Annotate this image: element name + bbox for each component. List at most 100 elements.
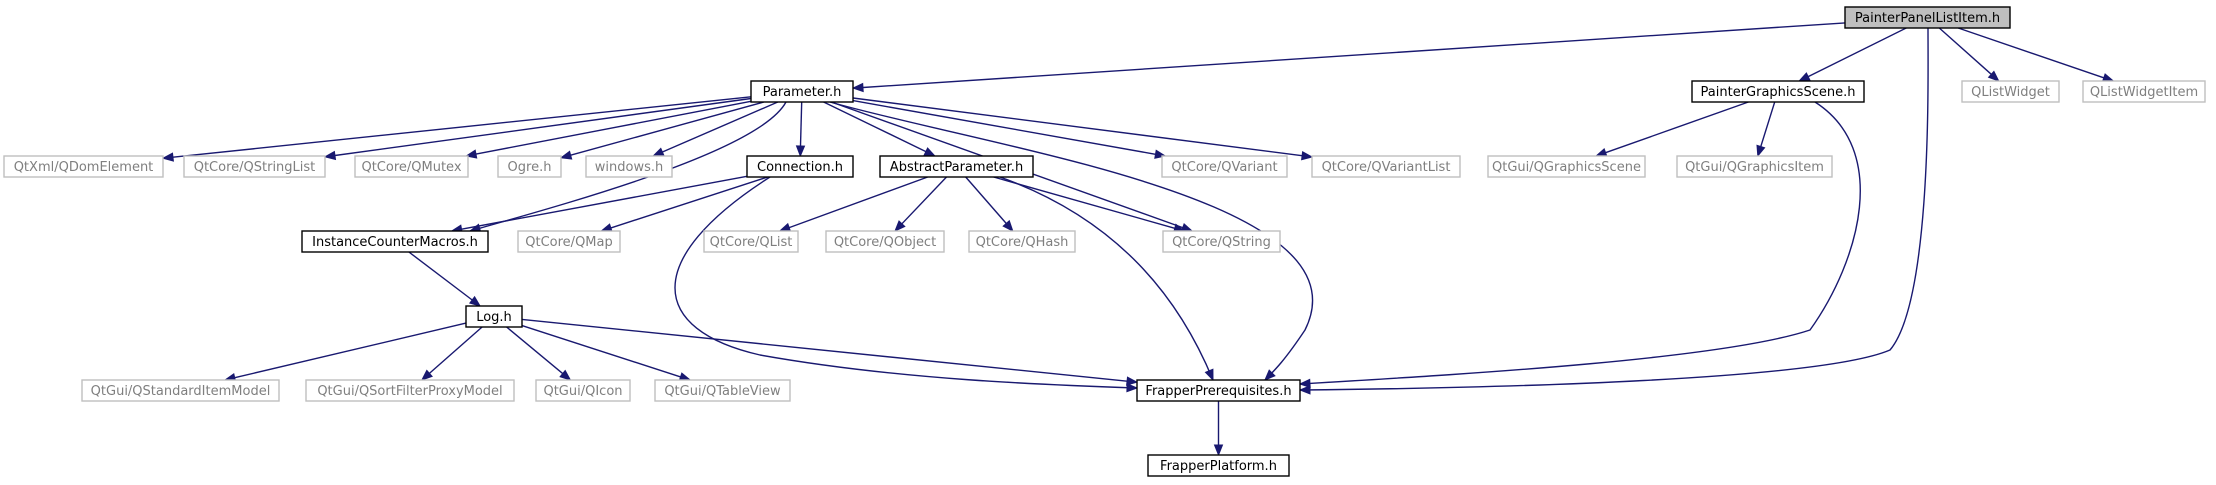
node-label: Connection.h — [757, 160, 843, 175]
node-label: QtCore/QVariantList — [1322, 160, 1451, 175]
arrowhead — [420, 369, 433, 381]
arrowhead — [1204, 368, 1214, 382]
node-label: QtCore/QVariant — [1171, 160, 1277, 175]
arrowhead — [559, 369, 572, 381]
edge-line — [965, 176, 1007, 224]
edge-param-to-ogre — [559, 101, 765, 160]
node-box — [1487, 155, 1646, 178]
node-label: QtGui/QIcon — [543, 384, 622, 399]
edge-line — [1605, 101, 1749, 154]
node-box — [354, 155, 469, 178]
arrowhead — [1126, 376, 1139, 386]
node-box — [825, 230, 945, 253]
node-box — [746, 155, 854, 178]
edges-layer — [161, 22, 2115, 457]
edge-line — [1299, 27, 1929, 391]
node-log[interactable]: Log.h — [465, 305, 523, 328]
edge-param-to-qsl — [323, 97, 752, 161]
arrowhead — [923, 147, 937, 157]
node-box — [1676, 155, 1833, 178]
node-box — [2082, 80, 2206, 103]
node-label: QtCore/QList — [710, 235, 793, 250]
arrowhead — [1264, 369, 1276, 381]
arrowhead — [1987, 70, 2000, 82]
edge-absp-to-qlist — [778, 176, 928, 232]
node-label: QListWidget — [1971, 85, 2050, 100]
node-label: QtCore/QString — [1172, 235, 1271, 250]
node-qmutex: QtCore/QMutex — [354, 155, 469, 178]
edge-line — [1807, 27, 1907, 78]
node-qlist: QtCore/QList — [703, 230, 799, 253]
edge-root-to-param — [851, 22, 1846, 93]
node-box — [301, 230, 489, 253]
node-qmap: QtCore/QMap — [517, 230, 621, 253]
node-label: Ogre.h — [508, 160, 552, 175]
edge-log-to-qtv — [521, 324, 692, 382]
node-label: Log.h — [476, 310, 512, 325]
node-box — [1161, 155, 1288, 178]
edge-absp-to-fprq — [999, 176, 1214, 382]
node-box — [517, 230, 621, 253]
node-label: QtGui/QTableView — [664, 384, 781, 399]
node-qlwi: QListWidgetItem — [2082, 80, 2206, 103]
arrowhead — [1298, 378, 1311, 389]
arrowhead — [1301, 151, 1314, 161]
node-box — [1844, 6, 2011, 29]
node-absp[interactable]: AbstractParameter.h — [879, 155, 1034, 178]
node-label: QListWidgetItem — [2090, 85, 2198, 100]
edge-line — [993, 176, 1175, 229]
node-fprq[interactable]: FrapperPrerequisites.h — [1136, 379, 1301, 402]
node-win: windows.h — [585, 155, 673, 178]
edge-line — [999, 176, 1214, 381]
arrowhead — [468, 295, 482, 307]
node-param[interactable]: Parameter.h — [750, 80, 854, 103]
edge-root-to-qlw — [1938, 27, 2000, 82]
edge-line — [234, 322, 467, 379]
node-qsfpm: QtGui/QSortFilterProxyModel — [305, 379, 515, 402]
edge-conn-to-qmap — [600, 176, 768, 233]
node-box — [535, 379, 631, 402]
edge-pgs-to-fprq — [1298, 101, 1861, 389]
node-box — [183, 155, 326, 178]
edge-line — [674, 176, 1138, 389]
edge-log-to-qsfpm — [420, 326, 483, 381]
node-box — [305, 379, 515, 402]
edge-param-to-qvarl — [852, 97, 1314, 161]
node-label: QtXml/QDomElement — [14, 160, 154, 175]
node-label: InstanceCounterMacros.h — [312, 235, 478, 250]
arrowhead — [851, 82, 864, 93]
node-box — [1691, 80, 1865, 103]
edge-root-to-qlwi — [1957, 27, 2115, 83]
node-root[interactable]: PainterPanelListItem.h — [1844, 6, 2011, 29]
node-box — [750, 80, 854, 103]
edge-param-to-absp — [823, 101, 937, 157]
edge-line — [570, 101, 765, 156]
node-fplat[interactable]: FrapperPlatform.h — [1147, 454, 1290, 477]
node-label: QtGui/QSortFilterProxyModel — [317, 384, 502, 399]
edge-line — [799, 101, 803, 147]
node-qhash: QtCore/QHash — [968, 230, 1076, 253]
edge-line — [475, 100, 752, 155]
node-box — [1136, 379, 1301, 402]
node-label: Parameter.h — [763, 85, 842, 100]
edge-log-to-qicon — [506, 326, 572, 381]
node-box — [465, 305, 523, 328]
arrowhead — [778, 222, 792, 232]
node-label: PainterGraphicsScene.h — [1701, 85, 1856, 100]
edge-pgs-to-qgs — [1594, 101, 1749, 157]
node-pgs[interactable]: PainterGraphicsScene.h — [1691, 80, 1865, 103]
node-conn[interactable]: Connection.h — [746, 155, 854, 178]
node-box — [497, 155, 562, 178]
node-label: QtCore/QStringList — [194, 160, 316, 175]
node-icm[interactable]: InstanceCounterMacros.h — [301, 230, 489, 253]
edge-line — [428, 326, 483, 374]
arrowhead — [1213, 444, 1224, 457]
edge-line — [1938, 27, 1992, 75]
arrowhead — [1756, 144, 1766, 158]
node-ogre: Ogre.h — [497, 155, 562, 178]
edge-line — [862, 22, 1846, 89]
edge-line — [610, 176, 768, 229]
edge-line — [662, 101, 779, 153]
edge-line — [506, 326, 564, 375]
